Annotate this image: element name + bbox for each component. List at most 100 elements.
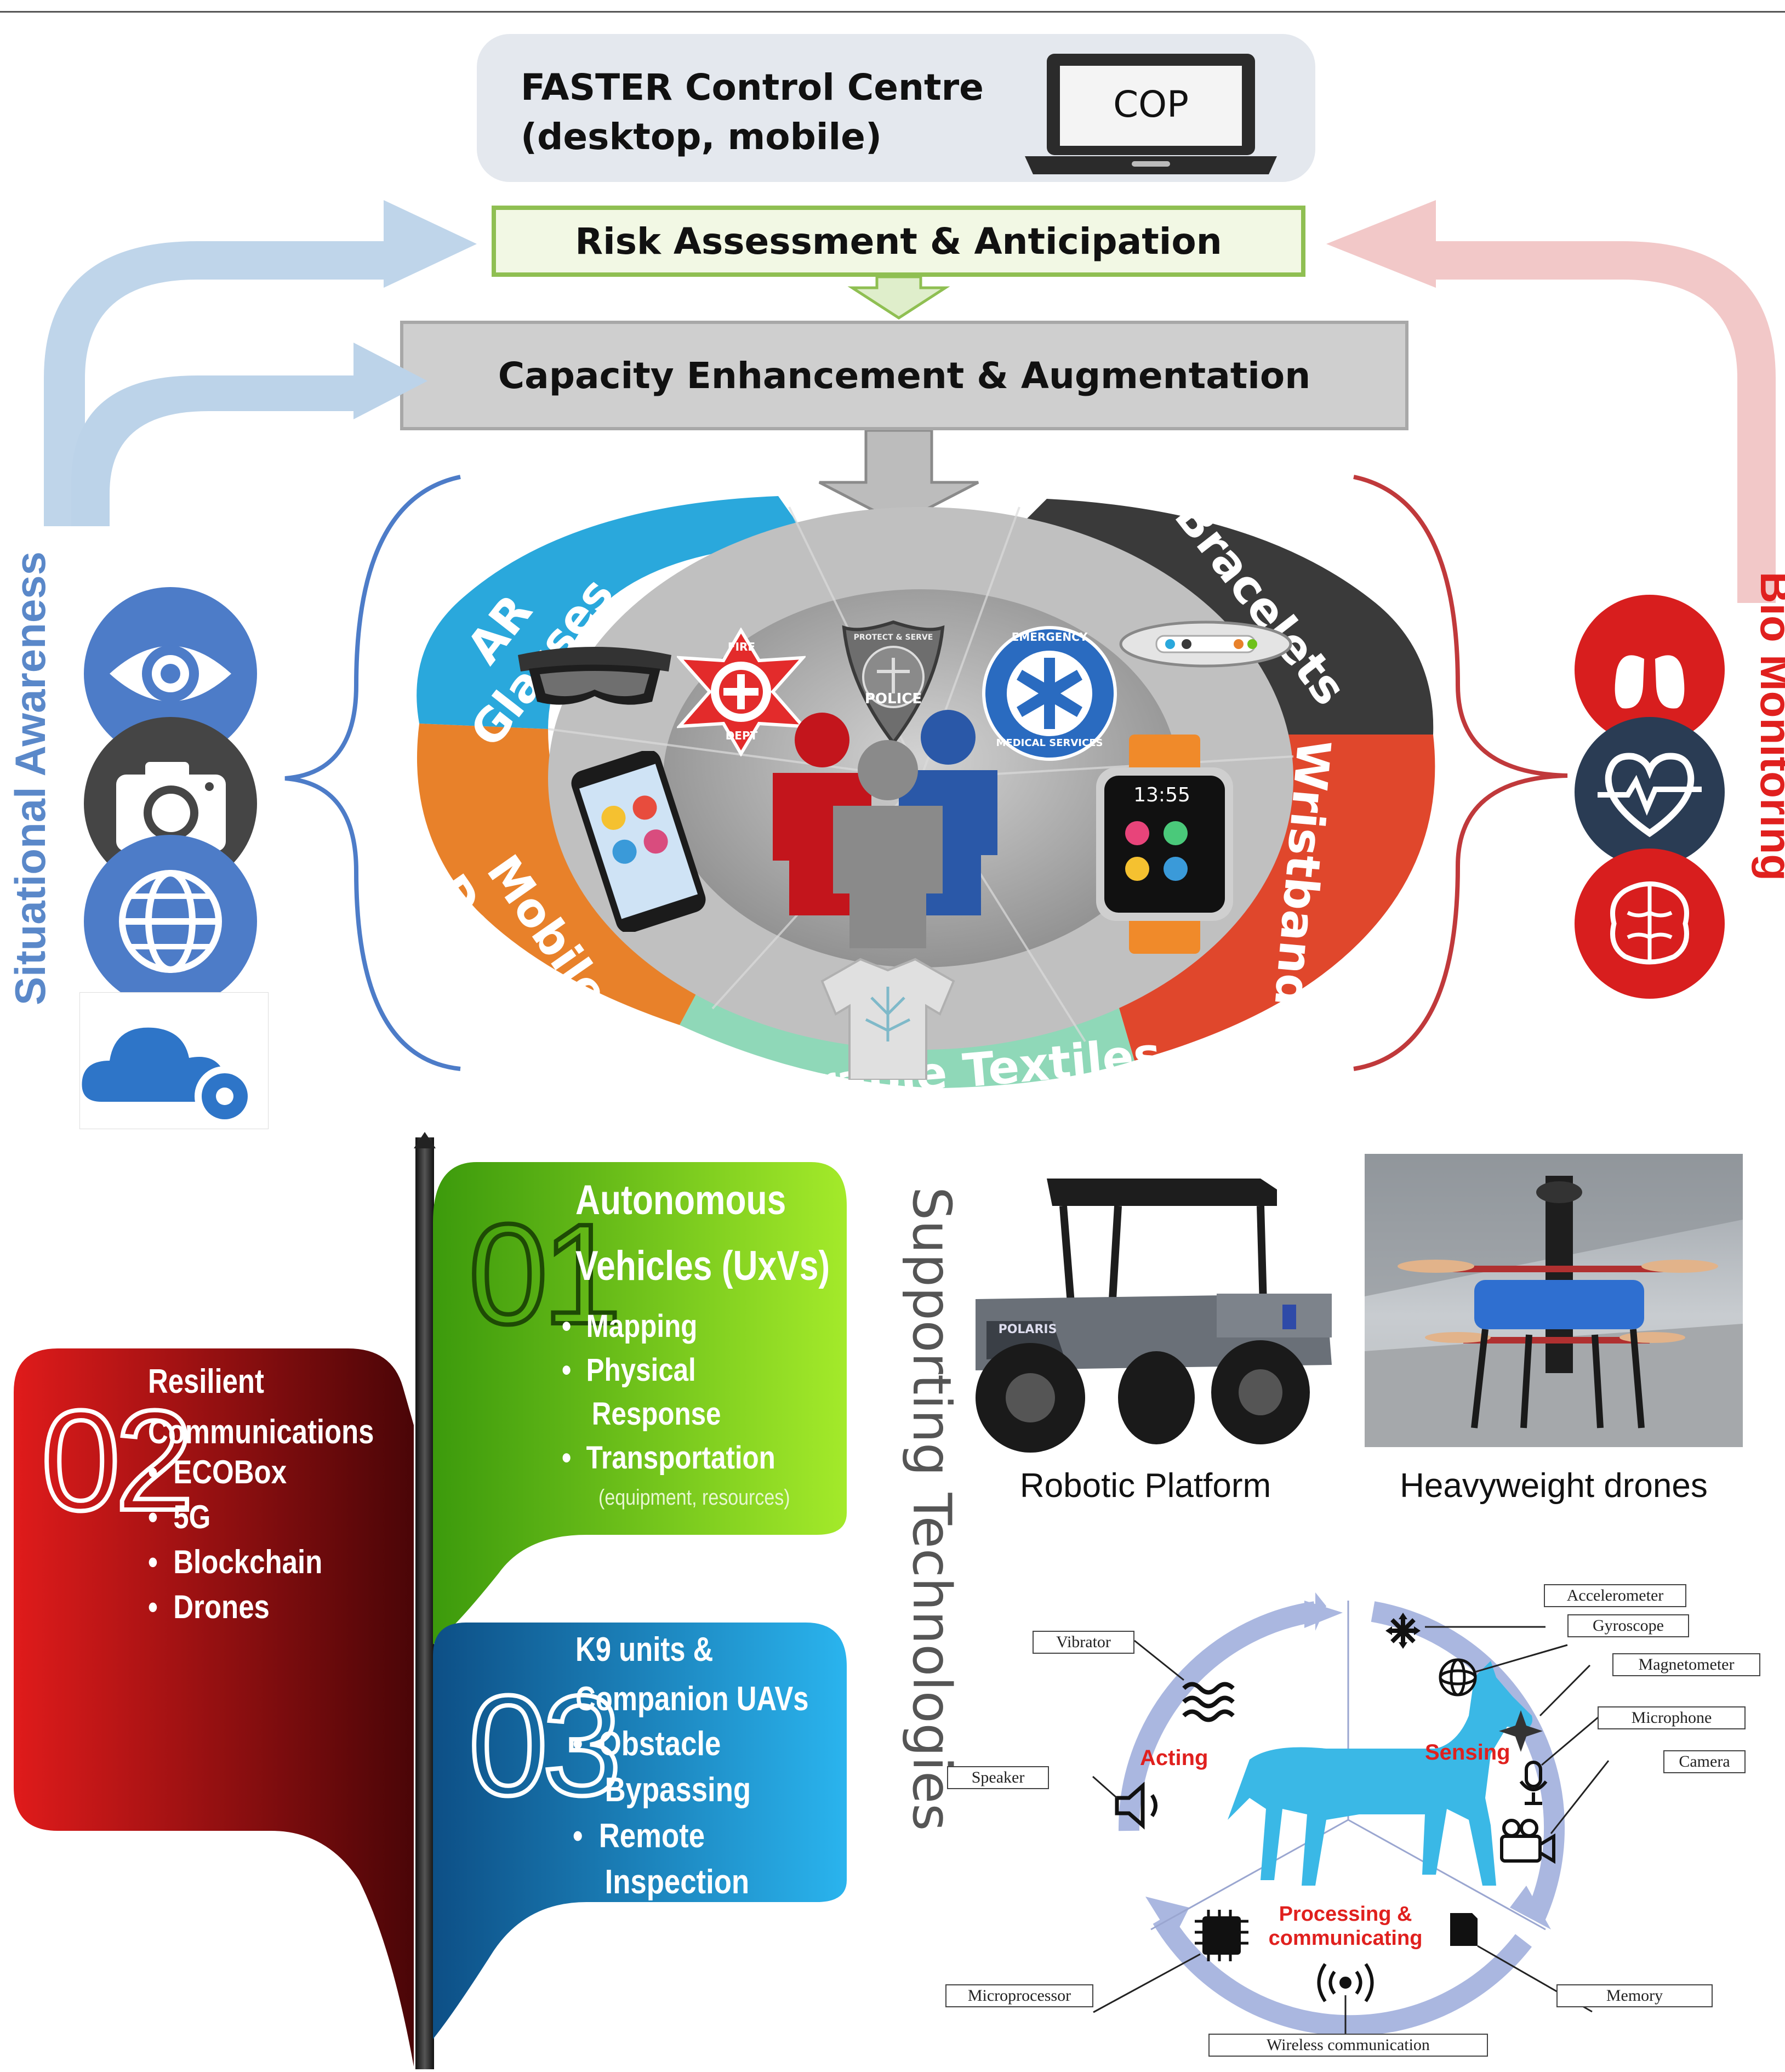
situational-awareness-arrows: [44, 200, 477, 526]
item-03-shape: [433, 1623, 847, 2039]
label-memory: Memory: [1556, 1984, 1713, 2007]
item-02-title-line2: Communications: [148, 1413, 374, 1451]
heart-pulse-icon: [1575, 717, 1725, 867]
item-03-title-line2: Companion UAVs: [575, 1680, 809, 1718]
item-03-bullet-obstacle: • Obstacle: [573, 1725, 721, 1763]
lungs-icon: [1575, 595, 1725, 745]
supporting-timeline-bar: [415, 1137, 434, 2069]
fire-badge-line2: DEPT: [725, 729, 758, 742]
wheel-segment-ar: [417, 496, 811, 729]
item-01-title-line1: Autonomous: [575, 1177, 786, 1223]
item-01-number: 01: [466, 1195, 624, 1354]
item-03-bullet-remote: • Remote: [573, 1817, 705, 1855]
label-accelerometer: Accelerometer: [1544, 1584, 1686, 1607]
microphone-icon: [1519, 1761, 1548, 1805]
heavyweight-drones-caption: Heavyweight drones: [1400, 1467, 1708, 1505]
fire-dept-badge-icon: [677, 628, 806, 756]
vibrator-icon: [1182, 1682, 1235, 1722]
eye-icon: [84, 587, 257, 760]
timeline-bar-tip: [414, 1132, 436, 1148]
item-01-shape: [433, 1162, 847, 1644]
capacity-down-arrow: [818, 430, 979, 525]
item-03-title-line1: K9 units &: [575, 1631, 714, 1669]
label-gyroscope: Gyroscope: [1567, 1614, 1689, 1637]
police-badge-label: POLICE: [864, 691, 922, 707]
microprocessor-icon: [1195, 1910, 1248, 1961]
smart-shirt-icon: [820, 958, 955, 1080]
robotic-platform-photo: [954, 1157, 1337, 1464]
control-centre-line1: FASTER Control Centre: [521, 66, 984, 109]
smartwatch-icon: [1096, 735, 1233, 954]
ar-glasses-icon: [518, 647, 671, 705]
item-01-bullets: • Mapping • Physical Response • Transpor…: [562, 1305, 775, 1480]
ems-badge-top-text: EMERGENCY: [1011, 630, 1088, 644]
bio-monitoring-arrow: [1326, 200, 1776, 603]
item-01-bullet-physical: • Physical: [562, 1352, 696, 1388]
video-camera-icon: [1500, 1819, 1555, 1864]
top-rule: [0, 11, 1785, 13]
item-02-title: Resilient Communications: [148, 1357, 374, 1458]
speaker-icon: [1115, 1781, 1157, 1830]
label-microphone: Microphone: [1598, 1706, 1746, 1729]
item-03-bullets: • Obstacle Bypassing • Remote Inspection: [573, 1721, 751, 1905]
item-02-bullets: • ECOBox • 5G • Blockchain • Drones: [148, 1450, 322, 1630]
memory-card-icon: [1450, 1913, 1478, 1946]
label-wireless-communication: Wireless communication: [1208, 2034, 1488, 2057]
k9-sensing-label: Sensing: [1425, 1740, 1510, 1764]
item-02-shape: [14, 1348, 414, 2067]
police-badge-icon: [842, 620, 945, 745]
globe-icon: [84, 835, 257, 1008]
label-speaker: Speaker: [947, 1766, 1049, 1789]
right-brace: [1353, 475, 1568, 1071]
brain-icon: [1575, 849, 1725, 999]
item-02-title-line1: Resilient: [148, 1363, 264, 1401]
robotic-platform-caption: Robotic Platform: [1019, 1467, 1271, 1505]
k9-diagram: [1092, 1592, 1610, 2039]
vehicle-badge-text: POLARIS: [998, 1323, 1057, 1336]
bracelet-device-icon: [1119, 621, 1292, 668]
ems-badge-bottom-text: MEDICAL SERVICES: [996, 737, 1103, 749]
k9-processing-line1: Processing &: [1279, 1903, 1412, 1926]
risk-assessment-box: Risk Assessment & Anticipation: [492, 206, 1305, 277]
risk-down-arrow: [847, 277, 950, 320]
smartphone-icon: [571, 751, 706, 932]
bio-monitoring-title: Bio Monitoring: [1752, 571, 1785, 881]
fire-badge-line1: FIRE: [727, 640, 756, 653]
item-01-bullet-response: Response: [591, 1396, 721, 1432]
gyroscope-icon: [1439, 1658, 1477, 1697]
label-microprocessor: Microprocessor: [945, 1984, 1093, 2007]
smartwatch-time: 13:55: [1133, 784, 1190, 806]
ems-badge-icon: [982, 626, 1117, 761]
laptop-icon: [1025, 54, 1277, 174]
item-03-bullet-bypassing: Bypassing: [604, 1771, 751, 1809]
wireless-icon: [1317, 1963, 1374, 2002]
accelerometer-icon: [1385, 1613, 1421, 1649]
first-responders-people-icon: [773, 710, 997, 948]
item-03-bullet-inspection: Inspection: [604, 1863, 750, 1901]
police-badge-top-text: PROTECT & SERVE: [853, 633, 933, 642]
control-centre-line2: (desktop, mobile): [521, 116, 882, 158]
item-01-title: Autonomous Vehicles (UxVs): [575, 1168, 830, 1299]
capacity-enhancement-box: Capacity Enhancement & Augmentation: [400, 321, 1408, 430]
heavyweight-drone-photo: [1365, 1154, 1743, 1447]
situational-awareness-title: Situational Awareness: [6, 551, 54, 1005]
left-brace: [284, 475, 461, 1071]
item-01-title-line2: Vehicles (UxVs): [575, 1243, 830, 1289]
item-02-bullet-ecobox: • ECOBox: [148, 1454, 287, 1490]
item-01-bullet-transportation: • Transportation: [562, 1440, 775, 1476]
magnetometer-icon: [1499, 1710, 1543, 1752]
cloud-settings-icon: [79, 992, 269, 1129]
item-01-bullet-mapping: • Mapping: [562, 1308, 698, 1344]
item-02-bullet-5g: • 5G: [148, 1499, 211, 1535]
wheel-segment-wristbands: [1102, 735, 1435, 1061]
item-02-number: 02: [39, 1381, 196, 1540]
item-03-number: 03: [466, 1666, 624, 1825]
item-02-bullet-blockchain: • Blockchain: [148, 1544, 323, 1580]
label-magnetometer: Magnetometer: [1612, 1653, 1760, 1676]
item-03-title: K9 units & Companion UAVs: [575, 1625, 809, 1724]
label-vibrator: Vibrator: [1033, 1631, 1134, 1654]
item-01-note: (equipment, resources): [598, 1485, 790, 1510]
k9-processing-label: Processing & communicating: [1252, 1902, 1439, 1950]
item-02-bullet-drones: • Drones: [148, 1589, 270, 1625]
laptop-screen-label: COP: [1113, 83, 1189, 126]
